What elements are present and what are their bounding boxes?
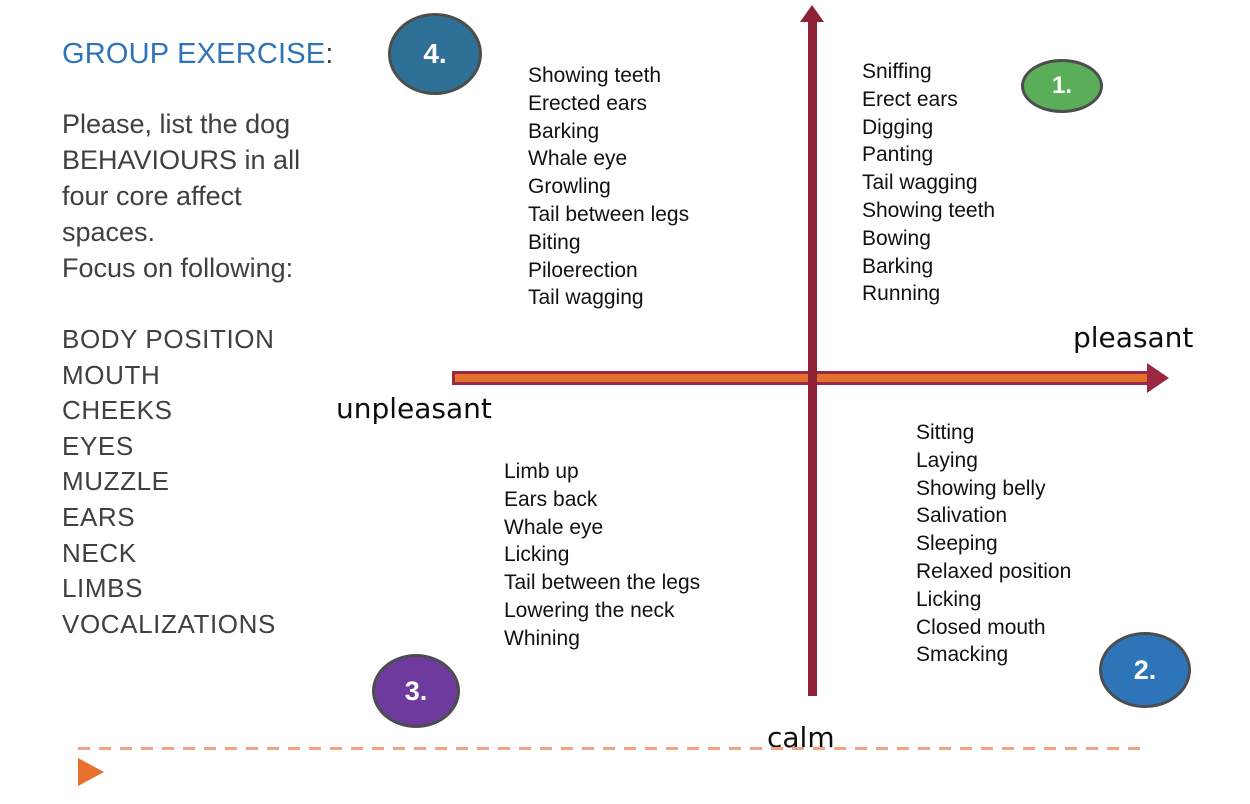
behavior-item: Tail between legs bbox=[528, 202, 690, 226]
focus-item: NECK bbox=[62, 537, 137, 568]
behavior-item: Showing teeth bbox=[528, 64, 662, 87]
vertical-axis-line bbox=[808, 20, 817, 696]
behavior-item: Bowing bbox=[862, 226, 931, 250]
horizontal-axis-line bbox=[452, 371, 1154, 385]
behavior-item: Biting bbox=[528, 230, 581, 254]
focus-item: MUZZLE bbox=[62, 466, 170, 497]
behavior-item: Showing belly bbox=[916, 476, 1046, 500]
focus-item: VOCALIZATIONS bbox=[62, 608, 276, 639]
intro-line: Focus on following: bbox=[62, 253, 294, 283]
focus-item: CHEEKS bbox=[62, 395, 173, 426]
behavior-item: Whale eye bbox=[504, 515, 604, 539]
behavior-item: Sniffing bbox=[862, 60, 932, 83]
axis-label-pleasant: pleasant bbox=[1073, 321, 1194, 354]
behavior-item: Salivation bbox=[916, 504, 1008, 528]
behavior-item: Digging bbox=[862, 115, 934, 139]
behavior-item: Barking bbox=[528, 119, 600, 143]
behavior-item: Tail between the legs bbox=[504, 571, 701, 595]
behavior-item: Limb up bbox=[504, 460, 579, 483]
behavior-item: Ears back bbox=[504, 487, 598, 511]
intro-line: BEHAVIOURS in all bbox=[62, 145, 301, 175]
behavior-item: Piloerection bbox=[528, 258, 638, 282]
play-triangle-icon bbox=[78, 758, 104, 786]
quadrant-4-badge: 4. bbox=[388, 13, 482, 95]
up-arrowhead-icon bbox=[800, 5, 824, 22]
behavior-item: Licking bbox=[504, 543, 570, 567]
slide-title: GROUP EXERCISE: bbox=[62, 38, 334, 71]
dashed-divider bbox=[78, 747, 1148, 750]
behavior-item: Sleeping bbox=[916, 532, 998, 556]
behavior-item: Growling bbox=[528, 175, 611, 199]
right-arrowhead-icon bbox=[1147, 363, 1169, 393]
focus-item: MOUTH bbox=[62, 359, 161, 390]
behavior-item: Smacking bbox=[916, 643, 1009, 667]
behavior-item: Showing teeth bbox=[862, 198, 996, 222]
focus-item: BODY POSITION bbox=[62, 324, 275, 354]
focus-item: EYES bbox=[62, 430, 134, 461]
focus-list: BODY POSITION MOUTH CHEEKS EYES MUZZLE EARS NE… bbox=[62, 322, 276, 642]
behavior-item: Sitting bbox=[916, 421, 975, 444]
axis-label-unpleasant: unpleasant bbox=[336, 392, 492, 425]
intro-line: Please, list the dog bbox=[62, 109, 291, 139]
quadrant-4-badge-label: 4. bbox=[423, 38, 447, 69]
slide-title-colon: : bbox=[325, 38, 334, 70]
quadrant-3-badge-label: 3. bbox=[404, 675, 428, 706]
slide-title-text: GROUP EXERCISE bbox=[62, 38, 326, 70]
behavior-item: Relaxed position bbox=[916, 559, 1072, 583]
intro-line: four core affect bbox=[62, 181, 242, 211]
quadrant-3-badge: 3. bbox=[372, 654, 460, 728]
behavior-item: Whale eye bbox=[528, 147, 628, 171]
behavior-item: Tail wagging bbox=[528, 286, 644, 310]
behavior-item: Lowering the neck bbox=[504, 598, 675, 622]
quadrant-1-badge-label: 1. bbox=[1051, 72, 1072, 99]
quadrant-1-badge: 1. bbox=[1021, 59, 1103, 113]
behavior-item: Licking bbox=[916, 587, 982, 611]
behavior-item: Whining bbox=[504, 626, 580, 650]
behavior-item: Closed mouth bbox=[916, 615, 1046, 639]
behavior-item: Panting bbox=[862, 143, 934, 167]
behavior-item: Erect ears bbox=[862, 87, 958, 111]
quadrant-2-badge: 2. bbox=[1099, 632, 1191, 708]
quadrant-2-badge-label: 2. bbox=[1133, 654, 1157, 685]
behavior-item: Running bbox=[862, 282, 941, 306]
intro-line: spaces. bbox=[62, 217, 156, 247]
focus-item: LIMBS bbox=[62, 573, 144, 604]
behavior-item: Barking bbox=[862, 254, 934, 278]
behavior-item: Tail wagging bbox=[862, 171, 978, 195]
behavior-item: Erected ears bbox=[528, 91, 648, 115]
focus-item: EARS bbox=[62, 501, 136, 532]
behavior-item: Laying bbox=[916, 448, 978, 472]
